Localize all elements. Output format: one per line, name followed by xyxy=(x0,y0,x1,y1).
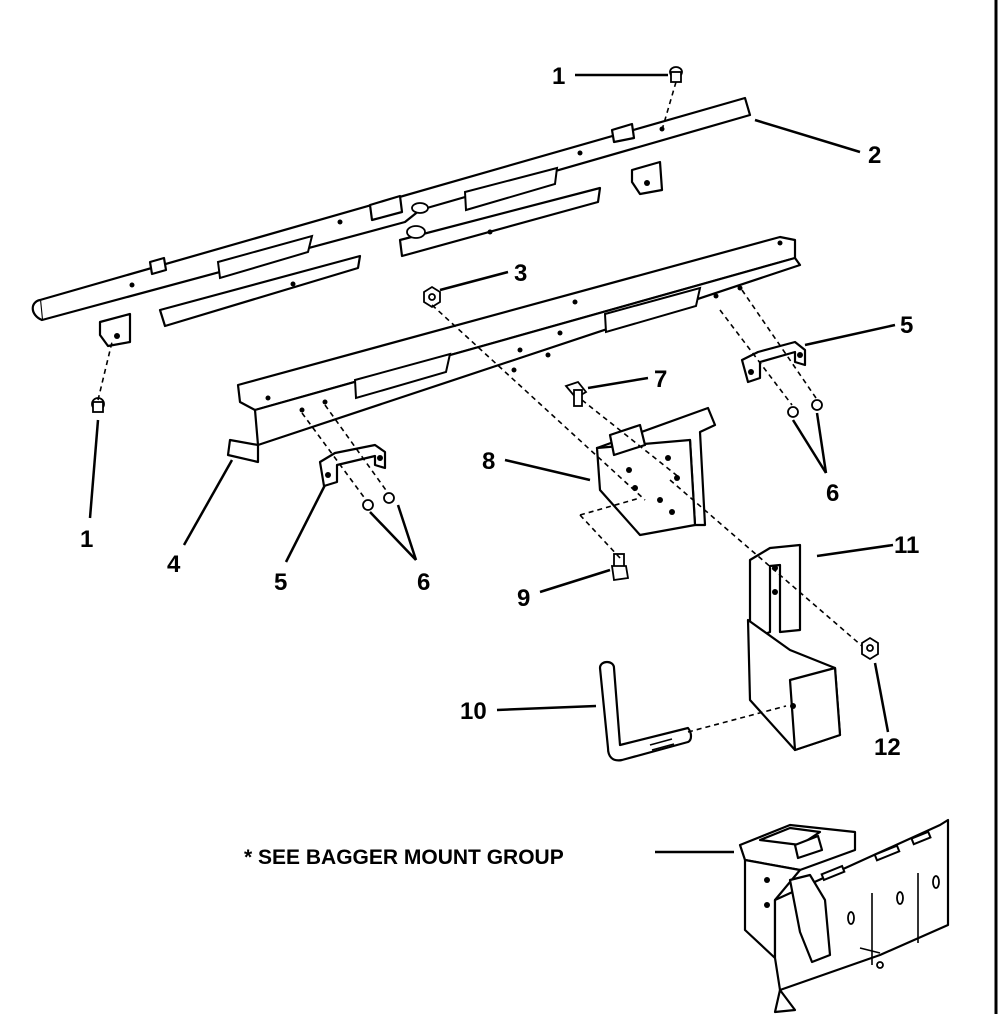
part-1-bolt-top xyxy=(669,66,683,83)
part-9-bolt xyxy=(610,553,630,582)
callout-1-top: 1 xyxy=(552,63,565,90)
callout-6-left: 6 xyxy=(417,569,430,596)
callout-1-left: 1 xyxy=(80,526,93,553)
callout-8: 8 xyxy=(482,448,495,475)
part-10-l-pin xyxy=(598,660,693,762)
callout-11: 11 xyxy=(894,532,919,559)
part-11-bracket xyxy=(746,543,842,752)
part-6-screws-left xyxy=(362,492,395,511)
callout-12: 12 xyxy=(874,734,901,761)
callout-7: 7 xyxy=(654,366,667,393)
callout-5-left: 5 xyxy=(274,569,287,596)
part-12-nut xyxy=(861,636,879,661)
part-6-screws-right xyxy=(787,399,823,418)
callout-3: 3 xyxy=(514,260,527,287)
callout-10: 10 xyxy=(460,698,487,725)
part-1-bolt-left xyxy=(91,397,105,413)
leader-lines xyxy=(88,73,896,854)
bagger-mount-group-illustration xyxy=(738,818,950,1014)
callout-6-right: 6 xyxy=(826,480,839,507)
bagger-mount-note: * SEE BAGGER MOUNT GROUP xyxy=(244,846,564,869)
callout-labels: 1 2 3 5 7 8 6 1 4 11 5 6 9 10 12 * SEE B… xyxy=(80,63,919,869)
callout-4: 4 xyxy=(167,551,181,578)
callout-5-right: 5 xyxy=(900,312,913,339)
part-5-bracket-right xyxy=(740,340,807,384)
part-5-bracket-left xyxy=(318,443,387,488)
part-2-upper-rail xyxy=(31,96,752,348)
part-8-mount-plate xyxy=(595,406,717,537)
assembly-lines xyxy=(97,81,863,733)
part-3-nut xyxy=(423,285,441,309)
callout-2: 2 xyxy=(868,142,881,169)
part-7-bolt xyxy=(564,380,588,407)
callout-9: 9 xyxy=(517,585,530,612)
part-4-lower-rail xyxy=(226,235,802,464)
